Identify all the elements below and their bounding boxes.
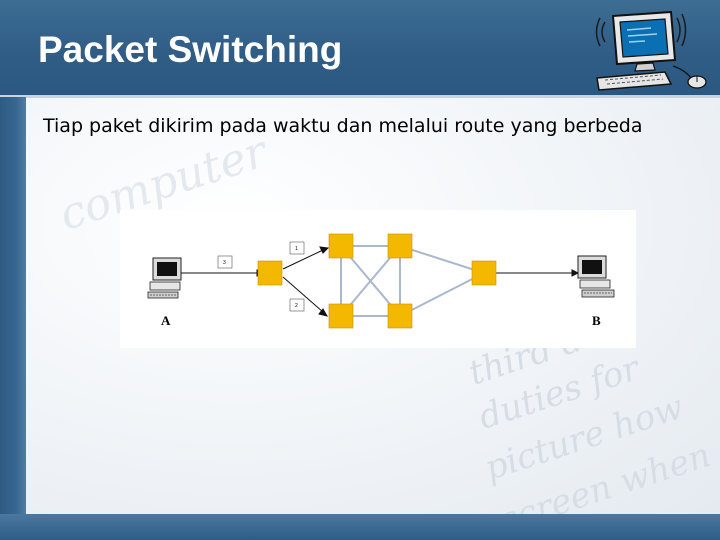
svg-text:2: 2 [295,303,298,309]
host-a-label: A [161,313,171,328]
switch-node [388,304,412,328]
svg-text:1: 1 [295,246,298,252]
packet-switching-diagram: 3 1 2 A [120,210,636,348]
packet: 3 [218,256,232,268]
mesh-links [341,246,484,316]
svg-text:3: 3 [223,260,226,266]
switch-node [329,304,353,328]
switch-node [388,234,412,258]
computer-clipart-icon [593,8,715,96]
route-arrows [180,247,578,316]
switch-node [258,261,282,285]
computer-b-icon [578,256,614,297]
page-title: Packet Switching [38,28,342,72]
packet: 1 [290,242,304,254]
slide-subtitle: Tiap paket dikirim pada waktu dan melalu… [43,113,643,139]
switch-node [472,261,496,285]
computer-a-icon [148,258,181,298]
switch-node [329,234,353,258]
packet: 2 [290,299,304,311]
host-b-label: B [592,313,601,328]
bottom-border-band [0,514,720,540]
left-border-band [0,97,26,540]
